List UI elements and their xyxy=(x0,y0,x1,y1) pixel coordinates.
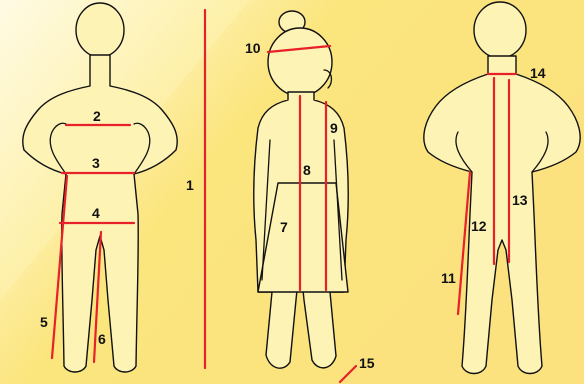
middle-head xyxy=(268,28,332,96)
label-13: 13 xyxy=(512,192,528,208)
right-head xyxy=(474,2,526,58)
label-10: 10 xyxy=(245,40,261,56)
front-head xyxy=(76,3,124,57)
label-5: 5 xyxy=(40,314,48,330)
label-3: 3 xyxy=(92,155,100,171)
label-9: 9 xyxy=(330,120,338,136)
label-8: 8 xyxy=(303,162,311,178)
label-11: 11 xyxy=(441,270,456,286)
label-7: 7 xyxy=(280,219,288,235)
label-12: 12 xyxy=(471,218,487,234)
label-2: 2 xyxy=(93,108,101,124)
label-1: 1 xyxy=(186,177,194,193)
label-6: 6 xyxy=(98,331,106,347)
label-15: 15 xyxy=(359,355,375,371)
label-4: 4 xyxy=(92,205,100,221)
label-14: 14 xyxy=(530,65,546,81)
